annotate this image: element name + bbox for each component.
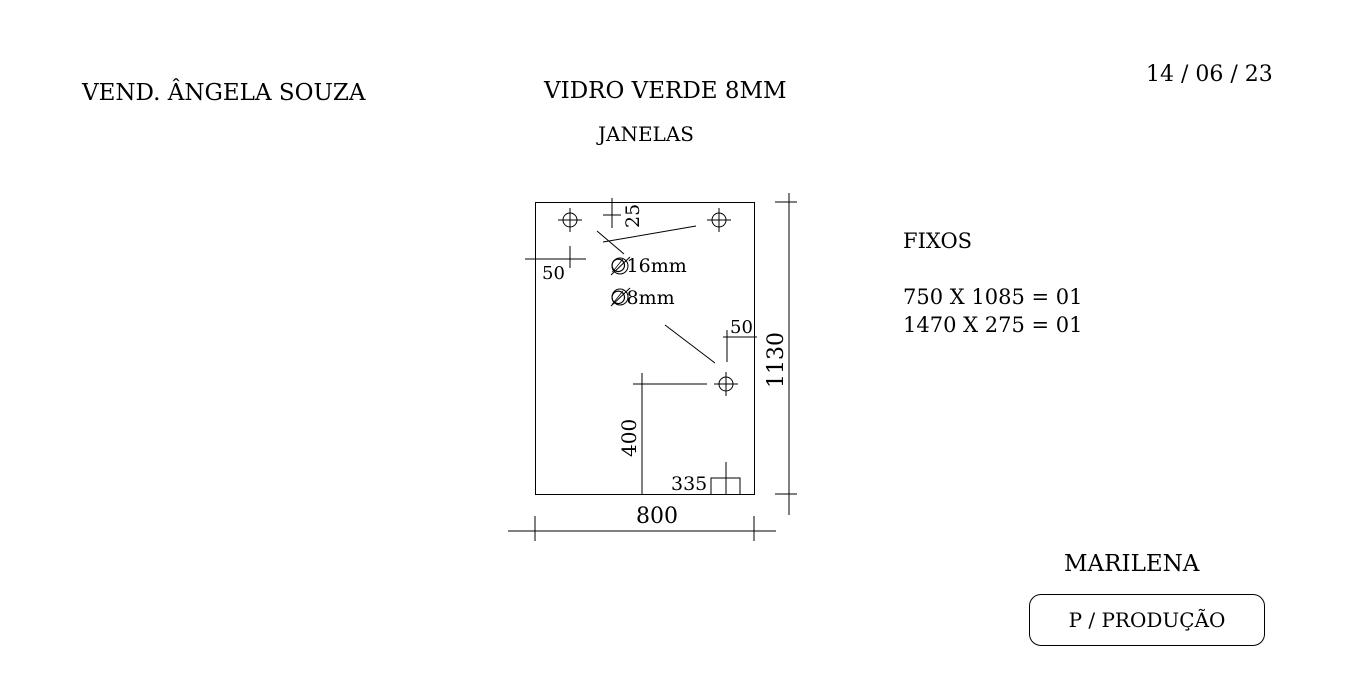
client-name: MARILENA [1064,551,1200,577]
production-badge-label: P / PRODUÇÃO [1068,608,1226,632]
hole-diameter-small-label: ∅8mm [610,287,675,309]
hole-diameter-large-label: ∅16mm [610,255,687,277]
dim-height-label: 1130 [764,332,789,388]
fixos-item: 750 X 1085 = 01 [903,285,1083,309]
dim-hole-height-label: 400 [617,419,641,457]
glass-panel-outline [535,202,755,495]
hole-top-right [707,208,731,232]
dim-right-offset-label: 50 [730,317,753,338]
product-subtitle: JANELAS [598,122,694,146]
hole-middle-right [714,372,738,396]
order-date: 14 / 06 / 23 [1146,62,1273,87]
dim-width-label: 800 [636,504,678,529]
fixos-title: FIXOS [903,229,973,253]
fixos-item: 1470 X 275 = 01 [903,313,1083,337]
production-badge: P / PRODUÇÃO [1029,594,1265,646]
product-title: VIDRO VERDE 8MM [544,78,787,104]
dim-hole-from-right-label: 335 [671,473,707,495]
dim-left-offset-label: 50 [542,263,565,284]
vendor-name: VEND. ÂNGELA SOUZA [82,80,366,106]
diameter-symbol-16-icon [610,256,631,276]
diameter-symbol-8-icon [610,287,631,307]
hole-top-left [558,208,582,232]
dim-top-offset-label: 25 [622,204,644,228]
